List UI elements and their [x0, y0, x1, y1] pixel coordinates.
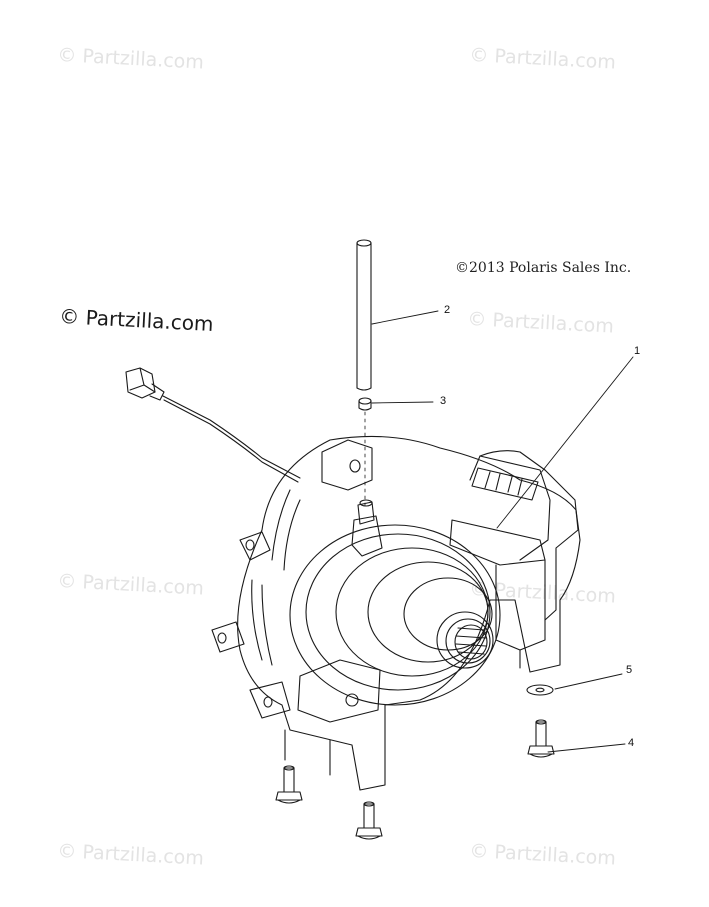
bolt: [355, 801, 383, 840]
speed-sensor: [125, 367, 301, 483]
leader-lines: [371, 310, 634, 753]
washer: [526, 684, 554, 696]
bolt: [527, 719, 555, 758]
bolt: [275, 765, 303, 804]
callout-1: 1: [634, 345, 641, 357]
callout-2: 2: [444, 304, 451, 316]
callout-5: 5: [626, 664, 633, 676]
callout-3: 3: [440, 395, 447, 407]
callout-4: 4: [628, 737, 635, 749]
vent-tube: [356, 239, 372, 391]
copyright-notice: ©2013 Polaris Sales Inc.: [455, 260, 632, 276]
gearcase-housing: [211, 435, 581, 791]
vent-fitting: [358, 397, 372, 511]
